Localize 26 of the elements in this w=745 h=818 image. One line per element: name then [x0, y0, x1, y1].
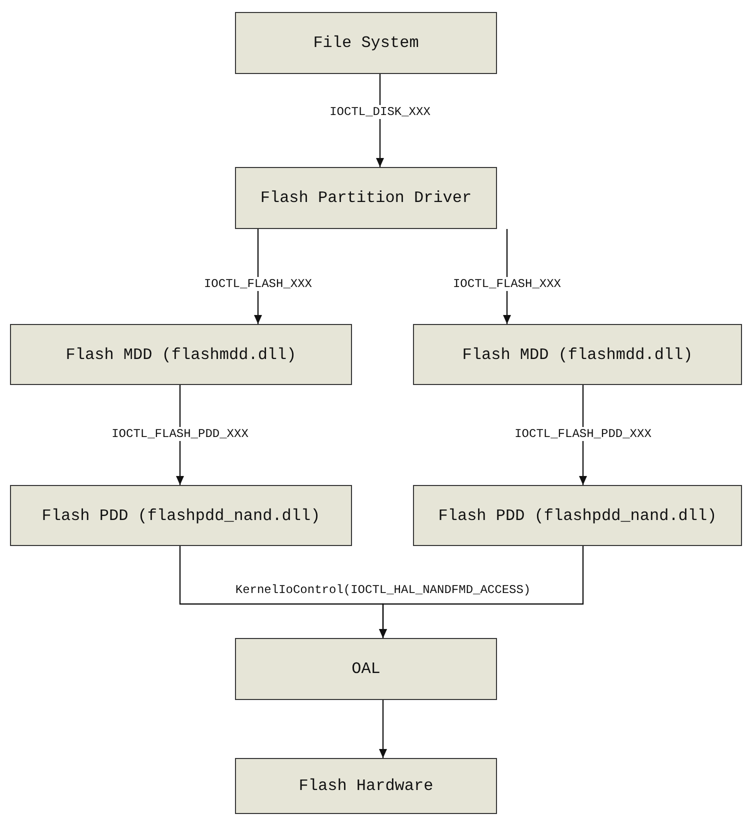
arrow: [579, 385, 587, 485]
process-box: [235, 167, 497, 229]
box-label: Flash PDD (flashpdd_nand.dll): [42, 506, 320, 526]
box-label: Flash MDD (flashmdd.dll): [66, 344, 296, 366]
box-label: Flash Hardware: [298, 776, 434, 797]
arrow: [379, 546, 584, 638]
box-label: OAL: [352, 659, 380, 680]
process-box: [235, 758, 497, 814]
edge-label: IOCTL_FLASH_XXX: [202, 277, 314, 291]
box-label: File System: [313, 33, 419, 54]
process-box: [10, 324, 352, 385]
box-label: Flash PDD (flashpdd_nand.dll): [438, 506, 717, 526]
box-label: Flash Partition Driver: [260, 188, 472, 209]
process-box: [235, 12, 497, 74]
edge-label: IOCTL_DISK_XXX: [328, 105, 432, 119]
arrow: [176, 385, 184, 485]
process-box: [235, 638, 497, 700]
arrow: [379, 700, 387, 758]
process-box: [413, 485, 742, 546]
process-box: [10, 485, 352, 546]
edge-label: IOCTL_FLASH_PDD_XXX: [514, 427, 652, 441]
edge-label: IOCTL_FLASH_PDD_XXX: [110, 427, 250, 441]
edge-label: KernelIoControl(IOCTL_HAL_NANDFMD_ACCESS): [234, 583, 532, 597]
process-box: [413, 324, 742, 385]
box-label: Flash MDD (flashmdd.dll): [462, 344, 693, 366]
edge-label: IOCTL_FLASH_XXX: [452, 277, 562, 291]
